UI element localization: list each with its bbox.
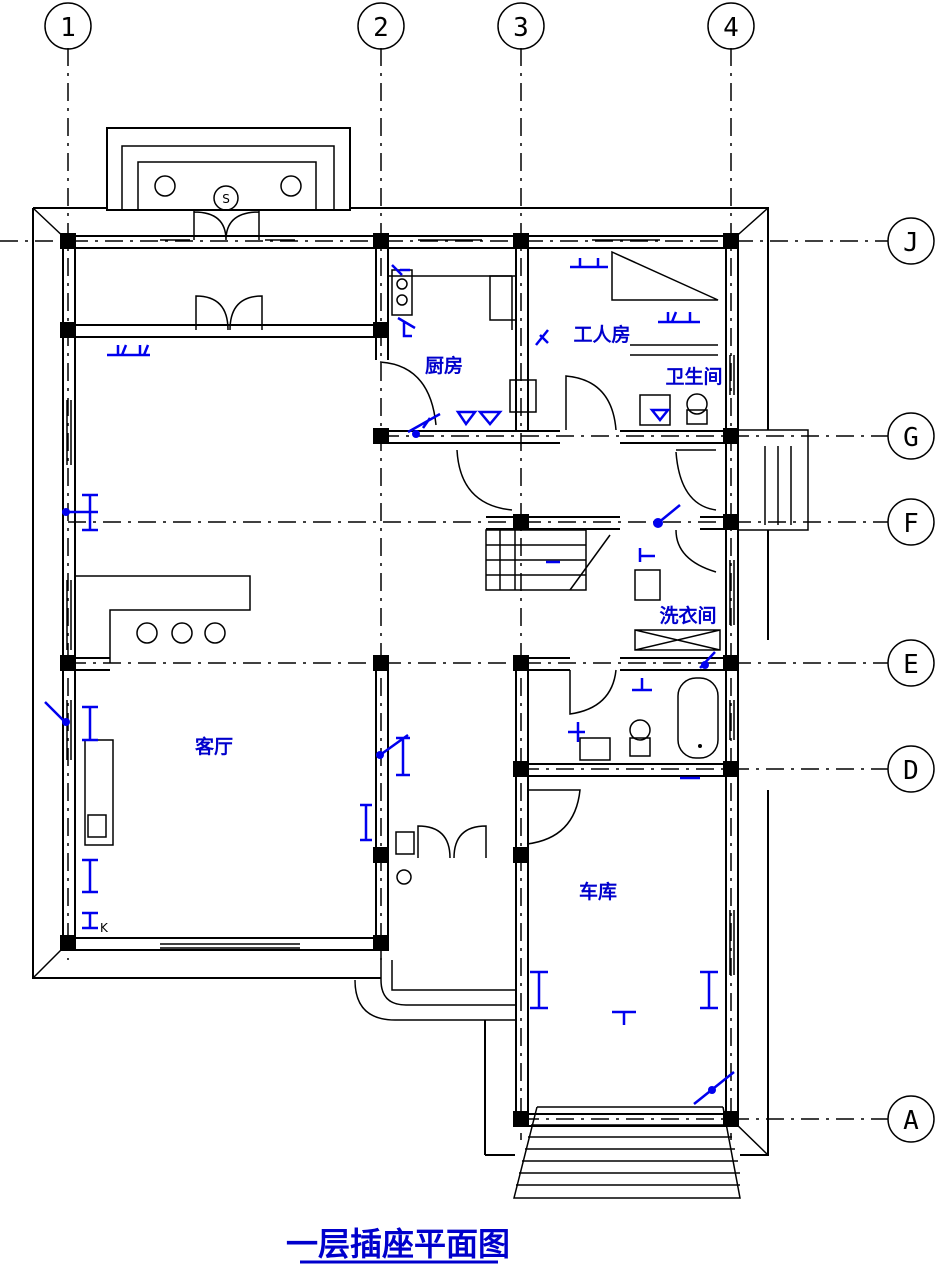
svg-text:F: F (903, 509, 919, 539)
windows (66, 239, 735, 975)
axis-bubble-3: 3 (497, 2, 545, 50)
drawing-title: 一层插座平面图 (286, 1225, 510, 1263)
garage-entry-steps (513, 1106, 741, 1199)
svg-text:4: 4 (723, 13, 739, 43)
svg-text:E: E (903, 650, 919, 680)
axis-bubble-J: J (887, 217, 935, 265)
doors (195, 295, 717, 859)
servant-bath-fixtures (611, 250, 719, 426)
east-steps (737, 429, 809, 531)
room-label-living-room: 客厅 (195, 735, 233, 758)
axis-bubble-E: E (887, 639, 935, 687)
outlet-symbol (535, 329, 549, 346)
room-label-garage: 车库 (579, 880, 617, 903)
outlet-symbol (62, 493, 98, 532)
outlet-symbol (638, 548, 655, 562)
svg-text:3: 3 (513, 13, 529, 43)
laundry-fixtures (634, 569, 721, 651)
outlet-symbol (570, 258, 608, 269)
axis-bubble-2: 2 (357, 2, 405, 50)
svg-text:A: A (903, 1106, 919, 1136)
outlet-symbol (693, 1071, 735, 1105)
outer-outline (32, 207, 769, 1156)
outlet-symbol (376, 733, 410, 777)
kitchen-fixtures (388, 269, 537, 413)
outlet-symbol (530, 970, 548, 1010)
room-label-servant-room: 工人房 (573, 323, 630, 346)
structural-columns (60, 233, 739, 1127)
svg-text:J: J (903, 228, 919, 258)
grid-lines (0, 48, 888, 1140)
axis-bubble-1: 1 (44, 2, 92, 50)
outlet-symbol (612, 1010, 636, 1025)
outlet-symbol (44, 701, 98, 742)
garage-ramp (354, 831, 516, 1021)
axis-bubble-4: 4 (707, 2, 755, 50)
living-room-fixtures (75, 575, 251, 846)
outlet-symbol (407, 412, 441, 438)
outlet-symbol (455, 410, 503, 427)
porch-s-symbol: S (222, 192, 230, 206)
outlet-symbol (649, 408, 671, 423)
outlet-symbol (391, 264, 416, 338)
interior-stair (485, 529, 611, 591)
axis-bubble-A: A (887, 1095, 935, 1143)
outlet-symbol (107, 344, 150, 357)
outlet-symbol (653, 504, 681, 528)
room-label-laundry: 洗衣间 (659, 604, 716, 627)
outlet-symbol (700, 970, 718, 1010)
svg-text:1: 1 (60, 13, 76, 43)
lower-bath-fixtures (579, 677, 719, 761)
axis-bubble-D: D (887, 745, 935, 793)
svg-text:G: G (903, 423, 919, 453)
outlet-symbol (632, 678, 652, 692)
front-porch: S (106, 127, 351, 241)
electrical-outlets (44, 258, 735, 1105)
outlet-k-label: K (100, 921, 109, 935)
outlet-symbol (82, 858, 98, 894)
axis-bubble-G: G (887, 412, 935, 460)
room-label-kitchen: 厨房 (425, 354, 463, 377)
svg-text:D: D (903, 756, 919, 786)
outlet-symbol (699, 651, 716, 669)
svg-text:2: 2 (373, 13, 389, 43)
walls (62, 235, 739, 1127)
outlet-symbol (568, 722, 585, 742)
room-label-bathroom-upper: 卫生间 (665, 365, 722, 388)
axis-bubble-F: F (887, 498, 935, 546)
outlet-symbol (658, 311, 700, 324)
outlet-symbol (82, 911, 98, 930)
outlet-symbol (360, 803, 372, 842)
